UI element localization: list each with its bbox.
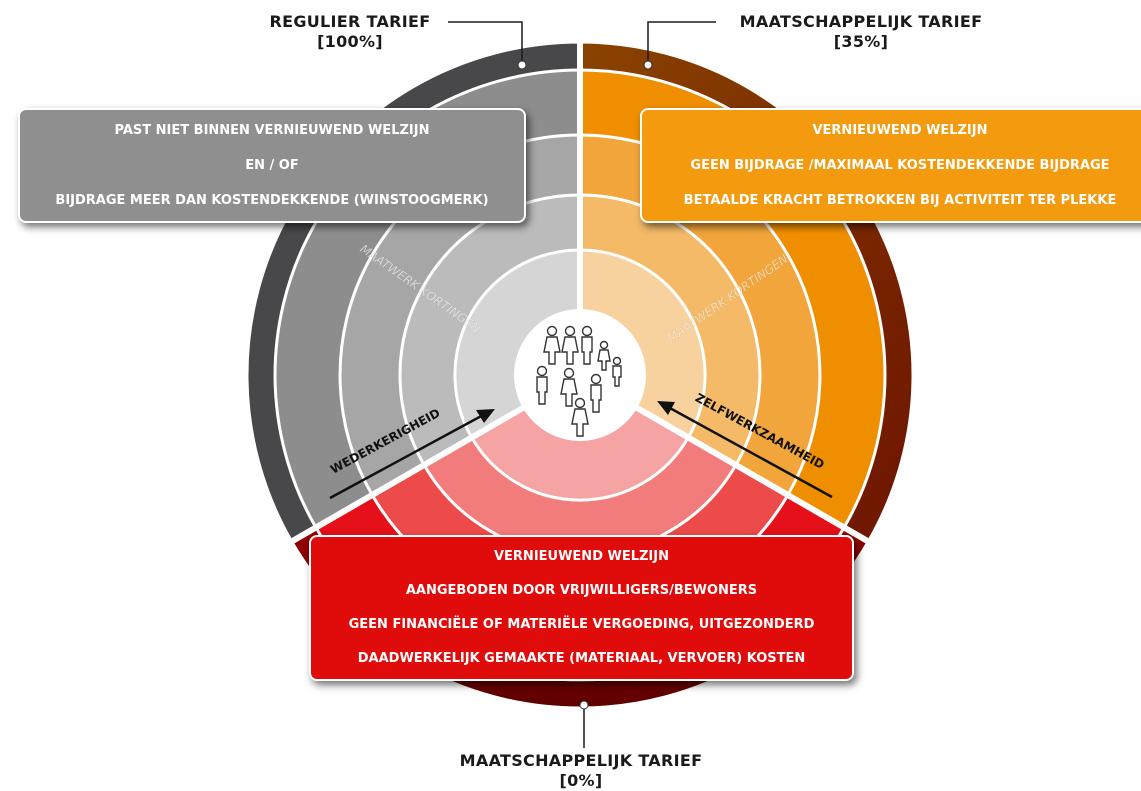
label-maatschappelijk-tarief-35: MAATSCHAPPELIJK TARIEF [35%] (716, 12, 1006, 52)
connector-dots (517, 60, 653, 710)
box-0-line: AANGEBODEN DOOR VRIJWILLIGERS/BEWONERS (405, 583, 758, 598)
box-regulier-line: BIJDRAGE MEER DAN KOSTENDEKKENDE (WINSTO… (55, 193, 489, 208)
box-regulier-line: PAST NIET BINNEN VERNIEUWEND WELZIJN (114, 123, 430, 138)
maatschappelijk-35-title: MAATSCHAPPELIJK TARIEF (739, 12, 983, 31)
box-0-line: VERNIEUWEND WELZIJN (493, 549, 669, 564)
center-hub (514, 309, 646, 441)
box-regulier: PAST NIET BINNEN VERNIEUWEND WELZIJN EN … (18, 108, 526, 223)
box-regulier-line: EN / OF (245, 158, 299, 173)
connector-lines (448, 21, 716, 748)
box-35-line: BETAALDE KRACHT BETROKKEN BIJ ACTIVITEIT… (683, 193, 1117, 208)
maatschappelijk-0-title: MAATSCHAPPELIJK TARIEF (459, 751, 703, 770)
label-maatschappelijk-tarief-0: MAATSCHAPPELIJK TARIEF [0%] (436, 751, 726, 791)
box-maatschappelijk-0: VERNIEUWEND WELZIJN AANGEBODEN DOOR VRIJ… (309, 535, 854, 681)
maatschappelijk-0-percentage: [0%] (559, 771, 603, 790)
box-35-line: GEEN BIJDRAGE /MAXIMAAL KOSTENDEKKENDE B… (690, 158, 1110, 173)
box-0-line: GEEN FINANCIËLE OF MATERIËLE VERGOEDING,… (348, 617, 815, 632)
box-35-line: VERNIEUWEND WELZIJN (812, 123, 988, 138)
regulier-tarief-percentage: [100%] (317, 32, 383, 51)
maatschappelijk-35-percentage: [35%] (833, 32, 889, 51)
people-icon (536, 325, 622, 437)
regulier-tarief-title: REGULIER TARIEF (269, 12, 431, 31)
box-0-line: DAADWERKELIJK GEMAAKTE (MATERIAAL, VERVO… (357, 651, 806, 666)
box-maatschappelijk-35: VERNIEUWEND WELZIJN GEEN BIJDRAGE /MAXIM… (640, 108, 1141, 223)
label-regulier-tarief: REGULIER TARIEF [100%] (250, 12, 450, 52)
